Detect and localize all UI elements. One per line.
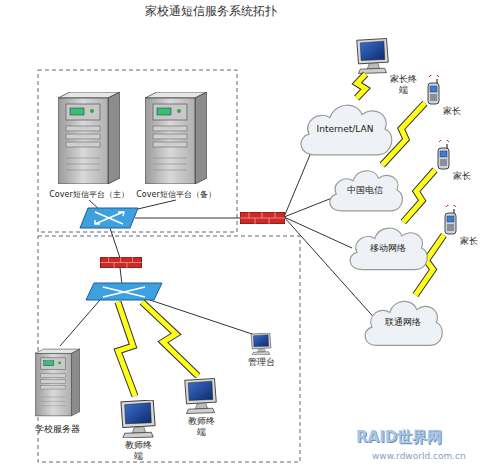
device-label: Cover短信平台（备） — [125, 189, 227, 200]
wireless-bolt — [403, 170, 435, 222]
wireless-bolt-outline — [142, 302, 198, 376]
device-label: 家长 — [440, 106, 464, 117]
server-icon — [35, 349, 80, 416]
phone-icon — [444, 202, 458, 234]
diagram-title: 家校通短信服务系统拓扑 — [145, 3, 277, 20]
network-wire — [284, 217, 352, 248]
device-label: 家长终端 — [389, 74, 417, 96]
firewall-symbol — [240, 212, 285, 224]
network-wire — [150, 300, 258, 336]
network-wire — [135, 218, 240, 219]
device-label: 家长 — [450, 171, 474, 182]
server-icon — [145, 92, 207, 184]
device-label: 教师终端 — [124, 440, 152, 462]
terminal-node: 教师终端 — [183, 378, 218, 414]
device-label: 教师终端 — [187, 416, 215, 438]
device-label: 家长 — [457, 236, 481, 247]
terminal-icon — [357, 39, 389, 74]
wireless-link — [357, 74, 366, 98]
switch-arrows — [103, 287, 145, 297]
watermark-text: RAID世界网 — [356, 428, 442, 447]
phone-icon — [437, 137, 451, 169]
switch-symbol — [80, 208, 138, 228]
network-wire — [284, 198, 332, 217]
network-wire — [60, 300, 100, 346]
wireless-bolt-outline — [118, 302, 135, 396]
terminal-icon — [185, 379, 217, 414]
server-node: 学校服务器 — [35, 345, 80, 420]
wireless-bolt-outline — [357, 74, 366, 98]
server-icon — [58, 92, 120, 184]
cloud-label: 移动网络 — [345, 222, 430, 274]
console-icon — [251, 333, 271, 355]
phone-node: 家长 — [435, 140, 453, 170]
cloud-label: 中国电信 — [325, 165, 405, 215]
switch-arrows — [95, 212, 124, 224]
console-node: 管理台 — [250, 333, 272, 355]
terminal-icon — [121, 400, 155, 438]
network-cloud: 中国电信 — [325, 165, 405, 215]
network-cloud: 联通网络 — [360, 295, 445, 350]
wireless-bolt — [357, 74, 366, 98]
device-label: 学校服务器 — [27, 424, 87, 435]
phone-icon — [427, 72, 441, 104]
server-node: Cover短信平台（主） — [58, 92, 120, 184]
network-wire — [284, 150, 312, 217]
cloud-label: Internet/LAN — [295, 98, 395, 160]
terminal-node: 家长终端 — [355, 38, 390, 74]
phone-node: 家长 — [442, 205, 460, 235]
network-cloud: Internet/LAN — [295, 98, 395, 160]
terminal-node: 教师终端 — [118, 400, 158, 438]
device-label: 管理台 — [241, 357, 281, 368]
firewall-symbol — [100, 257, 141, 268]
server-node: Cover短信平台（备） — [145, 92, 207, 184]
network-wire — [120, 268, 122, 284]
wireless-bolt — [142, 302, 198, 376]
switch-symbol — [86, 283, 162, 300]
wireless-bolt-outline — [403, 170, 435, 222]
network-wire — [110, 228, 120, 258]
watermark-text: www.rdworld.com.cn — [372, 451, 466, 461]
wireless-bolt — [118, 302, 135, 396]
platform-zone — [38, 70, 237, 232]
device-label: Cover短信平台（主） — [38, 189, 140, 200]
network-cloud: 移动网络 — [345, 222, 430, 274]
phone-node: 家长 — [425, 75, 443, 105]
wireless-link — [403, 170, 435, 222]
cloud-label: 联通网络 — [360, 295, 445, 350]
